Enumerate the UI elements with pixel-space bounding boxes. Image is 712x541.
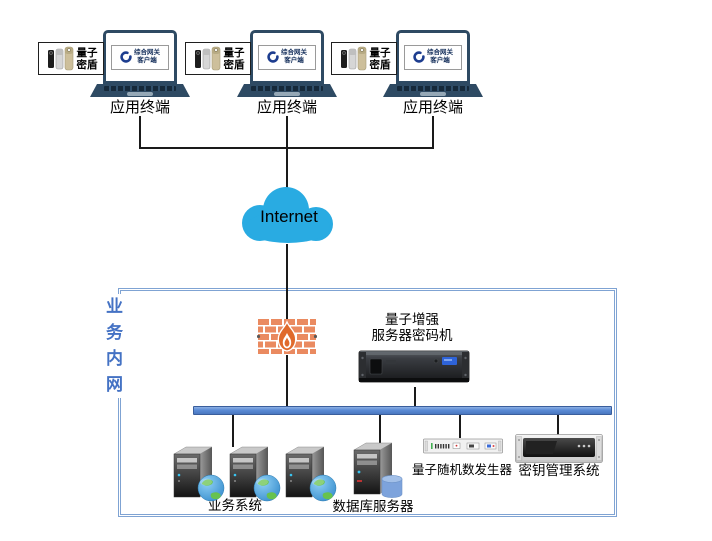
link-terminal3 bbox=[432, 116, 434, 148]
client-label-line2: 客户端 bbox=[284, 57, 304, 64]
link-internet-firewall bbox=[286, 244, 288, 319]
link-cipher-bus bbox=[414, 387, 416, 406]
laptop-icon: 综合网关 客户端 bbox=[396, 30, 470, 84]
globe-icon bbox=[309, 474, 337, 502]
database-server-label: 数据库服务器 bbox=[332, 499, 414, 514]
laptop-icon: 综合网关 客户端 bbox=[103, 30, 177, 84]
link-bus-database bbox=[379, 415, 381, 443]
client-label-line1: 综合网关 bbox=[427, 49, 453, 56]
laptop-touchpad bbox=[274, 92, 300, 96]
laptop-keyboard bbox=[383, 84, 483, 97]
intranet-char: 务 bbox=[106, 323, 123, 342]
usb-drives-icon bbox=[194, 46, 220, 71]
link-firewall-bus bbox=[286, 355, 288, 406]
intranet-char: 业 bbox=[106, 297, 123, 316]
cipher-machine-label-line1: 量子增强 bbox=[385, 312, 439, 327]
terminal-label: 应用终端 bbox=[109, 99, 170, 116]
gateway-logo-icon bbox=[120, 51, 132, 63]
usb-token-label-line2: 密盾 bbox=[76, 58, 98, 71]
usb-token-label-line2: 密盾 bbox=[223, 58, 245, 71]
usb-drives-icon bbox=[47, 46, 73, 71]
kms-device-icon bbox=[515, 434, 603, 463]
link-bus-business bbox=[232, 415, 234, 447]
client-label-line2: 客户端 bbox=[430, 57, 450, 64]
client-label-line1: 综合网关 bbox=[281, 49, 307, 56]
link-terminal-bus bbox=[139, 147, 434, 149]
gateway-logo-icon bbox=[267, 51, 279, 63]
laptop-keyboard bbox=[237, 84, 337, 97]
terminal-group-2: 量子 密盾 综合网关 客户端 应用终端 bbox=[182, 26, 392, 118]
cipher-machine-label-line2: 服务器密码机 bbox=[371, 328, 453, 343]
laptop-touchpad bbox=[127, 92, 153, 96]
globe-icon bbox=[253, 474, 281, 502]
firewall-icon bbox=[257, 319, 317, 354]
internet-cloud-icon bbox=[242, 187, 333, 243]
tower-server-globe-icon bbox=[229, 446, 281, 502]
laptop-icon: 综合网关 客户端 bbox=[250, 30, 324, 84]
intranet-char: 网 bbox=[106, 375, 123, 394]
link-bus-qrng bbox=[459, 415, 461, 438]
database-cylinder-icon bbox=[381, 475, 403, 498]
intranet-char: 内 bbox=[106, 349, 123, 368]
qrng-label: 量子随机数发生器 bbox=[411, 463, 512, 477]
tower-server-globe-icon bbox=[285, 446, 337, 502]
laptop-touchpad bbox=[420, 92, 446, 96]
client-label-line2: 客户端 bbox=[137, 57, 157, 64]
cipher-machine-label: 量子增强 服务器密码机 bbox=[332, 312, 492, 344]
usb-token-box: 量子 密盾 bbox=[331, 42, 397, 75]
database-server-icon bbox=[353, 442, 403, 498]
link-bus-kms bbox=[557, 415, 559, 437]
usb-drives-icon bbox=[340, 46, 366, 71]
usb-token-box: 量子 密盾 bbox=[185, 42, 251, 75]
laptop-keys bbox=[251, 86, 323, 91]
link-terminal1 bbox=[139, 116, 141, 148]
link-terminal2 bbox=[286, 116, 288, 190]
usb-token-label-line1: 量子 bbox=[76, 46, 98, 59]
network-bus bbox=[193, 406, 612, 415]
gateway-client-badge: 综合网关 客户端 bbox=[258, 44, 316, 70]
client-label-line1: 综合网关 bbox=[134, 49, 160, 56]
terminal-group-3: 量子 密盾 综合网关 客户端 应用终端 bbox=[328, 26, 538, 118]
kms-label: 密钥管理系统 bbox=[518, 463, 600, 478]
gateway-client-badge: 综合网关 客户端 bbox=[404, 44, 462, 70]
laptop-keys bbox=[104, 86, 176, 91]
usb-token-box: 量子 密盾 bbox=[38, 42, 104, 75]
laptop-keys bbox=[397, 86, 469, 91]
usb-token-label-line1: 量子 bbox=[369, 46, 391, 59]
tower-server-globe-icon bbox=[173, 446, 225, 502]
terminal-group-1: 量子 密盾 综合网关 客户端 应用终端 bbox=[35, 26, 245, 118]
globe-icon bbox=[197, 474, 225, 502]
usb-token-label-line1: 量子 bbox=[223, 46, 245, 59]
gateway-client-badge: 综合网关 客户端 bbox=[111, 44, 169, 70]
business-system-label: 业务系统 bbox=[208, 498, 262, 513]
internet-label: Internet bbox=[260, 207, 318, 226]
usb-token-label-line2: 密盾 bbox=[369, 58, 391, 71]
gateway-logo-icon bbox=[413, 51, 425, 63]
intranet-label: 业 务 内 网 bbox=[101, 294, 128, 398]
rack-server-icon bbox=[358, 350, 470, 383]
terminal-label: 应用终端 bbox=[402, 99, 463, 116]
qrng-device-icon bbox=[423, 438, 503, 454]
terminal-label: 应用终端 bbox=[256, 99, 317, 116]
laptop-keyboard bbox=[90, 84, 190, 97]
intranet-box bbox=[118, 288, 617, 517]
